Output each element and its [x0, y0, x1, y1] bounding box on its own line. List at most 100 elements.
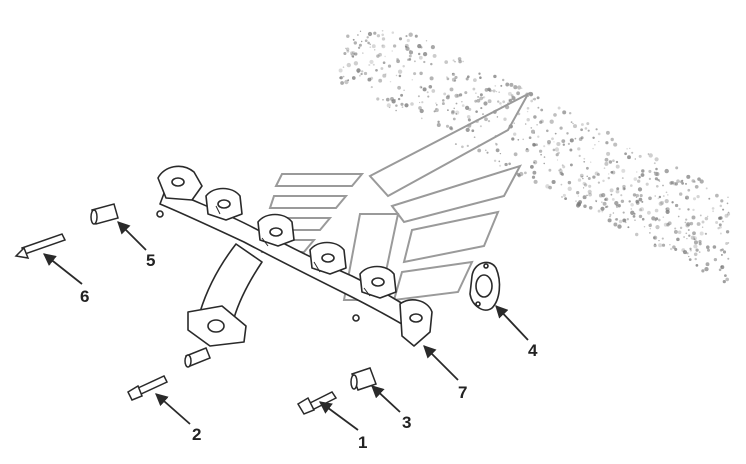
- background-speck: [537, 135, 540, 138]
- background-speck: [689, 221, 694, 226]
- exhaust-manifold: [156, 165, 433, 347]
- background-speck: [580, 128, 583, 132]
- background-speck: [344, 79, 349, 85]
- background-speck: [447, 109, 449, 111]
- background-speck: [705, 262, 710, 267]
- background-speck: [604, 157, 609, 162]
- background-speck: [617, 204, 621, 208]
- background-speck: [607, 218, 612, 223]
- background-speck: [588, 184, 592, 188]
- background-speck: [621, 168, 626, 173]
- background-speck: [395, 74, 398, 77]
- background-speck: [397, 97, 401, 101]
- background-speck: [382, 61, 386, 65]
- background-speck: [572, 122, 574, 125]
- background-speck: [610, 170, 614, 174]
- background-speck: [524, 123, 527, 125]
- background-speck: [351, 76, 356, 80]
- background-speck: [615, 204, 618, 207]
- background-speck: [601, 210, 604, 213]
- background-speck: [404, 45, 408, 48]
- background-speck: [647, 210, 651, 215]
- background-speck: [558, 169, 560, 172]
- background-speck: [475, 92, 477, 94]
- background-speck: [692, 208, 695, 212]
- background-speck: [447, 94, 450, 98]
- background-speck: [346, 34, 350, 38]
- background-speck: [435, 107, 438, 110]
- background-speck: [681, 179, 684, 182]
- background-speck: [556, 141, 561, 147]
- background-speck: [639, 194, 643, 198]
- background-speck: [658, 239, 660, 242]
- background-speck: [454, 61, 456, 63]
- background-speck: [719, 225, 722, 229]
- background-speck: [475, 110, 478, 113]
- background-speck: [452, 59, 455, 62]
- background-speck: [419, 71, 423, 76]
- background-speck: [707, 215, 709, 217]
- background-speck: [725, 242, 729, 245]
- background-speck: [653, 162, 656, 165]
- background-speck: [691, 179, 695, 183]
- background-speck: [451, 109, 455, 114]
- background-speck: [504, 162, 508, 167]
- background-speck: [639, 207, 645, 212]
- background-speck: [436, 123, 441, 127]
- leader-arrow-3: [371, 385, 401, 413]
- callout-label-2: 2: [192, 425, 201, 444]
- background-speck: [625, 221, 627, 224]
- background-speck: [578, 154, 581, 158]
- background-speck: [387, 64, 392, 68]
- background-speck: [392, 44, 397, 48]
- background-speck: [696, 222, 701, 226]
- background-speck: [562, 143, 565, 146]
- background-speck: [465, 77, 469, 81]
- background-speck: [461, 104, 465, 107]
- background-speck: [356, 68, 361, 73]
- background-speck: [689, 249, 692, 252]
- background-speck: [663, 222, 668, 227]
- background-speck: [376, 54, 380, 58]
- background-speck: [715, 221, 719, 224]
- background-speck: [674, 203, 679, 208]
- background-speck: [502, 100, 506, 104]
- background-speck: [369, 43, 371, 46]
- background-speck: [500, 84, 503, 87]
- background-speck: [464, 105, 470, 111]
- background-speck: [493, 74, 497, 79]
- background-speck: [608, 160, 613, 164]
- background-speck: [613, 142, 618, 147]
- background-speck: [658, 243, 663, 248]
- background-speck: [453, 107, 455, 110]
- background-speck: [531, 175, 536, 179]
- background-speck: [687, 188, 691, 192]
- background-speck: [400, 93, 404, 97]
- background-speck: [720, 199, 724, 203]
- background-speck: [611, 170, 616, 175]
- background-speck: [726, 212, 731, 216]
- background-speck: [697, 177, 701, 181]
- background-speck: [391, 50, 393, 52]
- background-speck: [406, 58, 410, 61]
- background-speck: [381, 29, 384, 32]
- background-speck: [676, 179, 680, 183]
- background-speck: [376, 34, 381, 38]
- background-speck: [653, 236, 656, 239]
- background-speck: [725, 230, 730, 234]
- background-speck: [350, 51, 354, 55]
- background-speck: [681, 248, 686, 253]
- background-speck: [371, 44, 376, 49]
- background-speck: [687, 208, 690, 211]
- background-speck: [437, 120, 440, 124]
- background-speck: [554, 132, 557, 135]
- background-speck: [636, 171, 638, 173]
- background-speck: [454, 75, 458, 79]
- background-speck: [711, 207, 715, 210]
- background-speck: [516, 91, 520, 96]
- background-speck: [576, 203, 581, 208]
- background-speck: [698, 251, 701, 253]
- gasket: [469, 261, 501, 311]
- background-speck: [577, 195, 580, 197]
- background-speck: [397, 85, 401, 90]
